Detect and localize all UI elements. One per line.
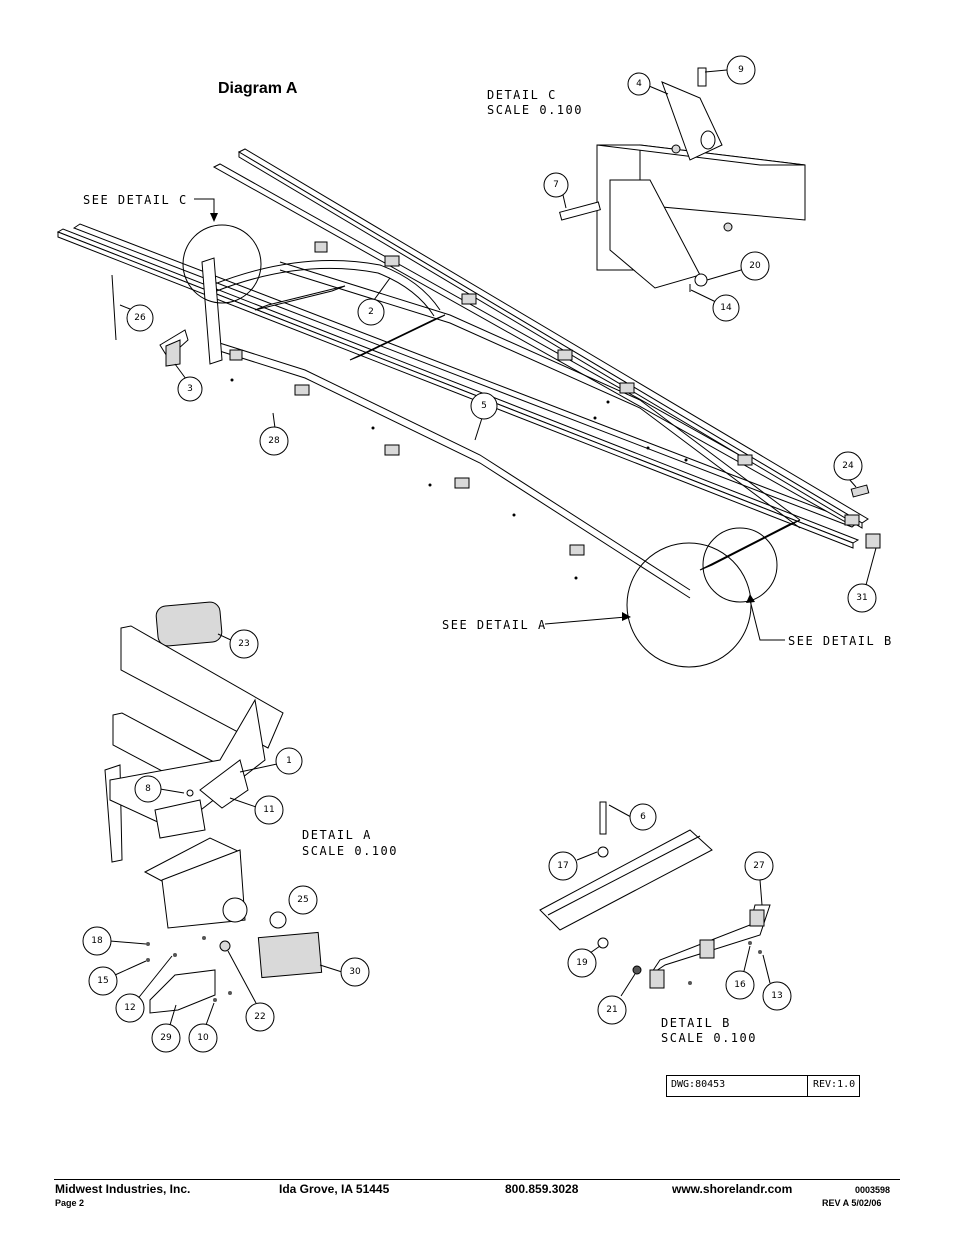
svg-text:3: 3 (187, 384, 193, 394)
callout-24: 24 (833, 451, 863, 481)
callout-2: 2 (357, 298, 385, 326)
svg-text:13: 13 (771, 991, 782, 1001)
callout-28: 28 (259, 426, 289, 456)
svg-text:27: 27 (753, 861, 764, 871)
callout-10: 10 (188, 1023, 218, 1053)
svg-text:6: 6 (640, 812, 646, 822)
callout-11: 11 (254, 795, 284, 825)
callout-15: 15 (88, 966, 118, 996)
callout-7: 7 (543, 172, 569, 198)
callout-3: 3 (177, 376, 203, 402)
svg-text:26: 26 (134, 313, 146, 323)
callout-21: 21 (597, 995, 627, 1025)
detail-c-scale: SCALE 0.100 (487, 103, 583, 117)
detail-a-title: DETAIL A (302, 828, 372, 842)
detail-b-title: DETAIL B (661, 1016, 731, 1030)
callout-25: 25 (288, 885, 318, 915)
svg-text:10: 10 (197, 1033, 209, 1043)
detail-b-scale: SCALE 0.100 (661, 1031, 757, 1045)
callout-8: 8 (134, 775, 162, 803)
callout-12: 12 (115, 993, 145, 1023)
svg-text:29: 29 (160, 1033, 172, 1043)
svg-text:18: 18 (91, 936, 103, 946)
callout-23: 23 (229, 629, 259, 659)
svg-text:8: 8 (145, 784, 151, 794)
drawing-revision: REV:1.0 (813, 1079, 856, 1090)
trailer-frame (56, 148, 881, 599)
svg-text:14: 14 (720, 303, 732, 313)
callout-18: 18 (82, 926, 112, 956)
svg-text:1: 1 (286, 756, 292, 766)
svg-text:17: 17 (557, 861, 568, 871)
leader-lines (109, 69, 877, 1026)
footer-company: Midwest Industries, Inc. (55, 1182, 191, 1196)
callout-27: 27 (744, 851, 774, 881)
callout-16: 16 (725, 970, 755, 1000)
footer-rule (54, 1179, 900, 1180)
svg-text:4: 4 (636, 79, 642, 89)
callout-29: 29 (151, 1023, 181, 1053)
svg-text:31: 31 (856, 593, 867, 603)
svg-text:5: 5 (481, 401, 487, 411)
svg-text:30: 30 (349, 967, 361, 977)
callout-13: 13 (762, 981, 792, 1011)
detail-c-drawing (559, 67, 806, 292)
callout-5: 5 (470, 392, 498, 420)
see-detail-c-label: SEE DETAIL C (83, 193, 188, 207)
svg-text:22: 22 (254, 1012, 265, 1022)
detail-b-circle (702, 527, 778, 603)
svg-text:9: 9 (738, 65, 744, 75)
svg-text:25: 25 (297, 895, 308, 905)
svg-text:15: 15 (97, 976, 108, 986)
footer-phone: 800.859.3028 (505, 1182, 579, 1196)
callout-31: 31 (847, 583, 877, 613)
callout-22: 22 (245, 1002, 275, 1032)
callout-9: 9 (726, 55, 756, 85)
drawing-number: DWG:80453 (671, 1079, 726, 1090)
see-detail-b-label: SEE DETAIL B (788, 634, 893, 648)
svg-text:19: 19 (576, 958, 588, 968)
callout-20: 20 (740, 251, 770, 281)
diagram-title: Diagram A (218, 80, 298, 97)
svg-text:7: 7 (553, 180, 559, 190)
callout-6: 6 (629, 803, 657, 831)
see-detail-a-label: SEE DETAIL A (442, 618, 547, 632)
callout-1: 1 (275, 747, 303, 775)
svg-text:23: 23 (238, 639, 249, 649)
svg-text:12: 12 (124, 1003, 135, 1013)
svg-text:21: 21 (606, 1005, 617, 1015)
footer-page: Page 2 (55, 1198, 85, 1208)
footer-revision: REV A 5/02/06 (822, 1198, 882, 1208)
callout-26: 26 (126, 304, 154, 332)
footer-doc-number: 0003598 (855, 1185, 891, 1195)
detail-a-drawing (104, 601, 323, 1014)
svg-text:11: 11 (263, 805, 274, 815)
callout-14: 14 (712, 294, 740, 322)
footer-website: www.shorelandr.com (672, 1182, 793, 1196)
callout-30: 30 (340, 957, 370, 987)
part-callouts: 9 4 7 20 14 26 2 3 5 28 24 31 23 1 8 11 … (82, 55, 877, 1053)
footer-city: Ida Grove, IA 51445 (279, 1182, 390, 1196)
drawing-title-block: DWG:80453 REV:1.0 (666, 1075, 860, 1097)
svg-text:28: 28 (268, 436, 280, 446)
svg-text:24: 24 (842, 461, 854, 471)
detail-c-title: DETAIL C (487, 88, 557, 102)
callout-19: 19 (567, 948, 597, 978)
svg-text:20: 20 (749, 261, 761, 271)
callout-17: 17 (548, 851, 578, 881)
detail-c-circle (182, 224, 262, 304)
detail-b-drawing (539, 801, 771, 989)
detail-a-scale: SCALE 0.100 (302, 844, 398, 858)
svg-text:16: 16 (734, 980, 746, 990)
svg-text:2: 2 (368, 307, 374, 317)
callout-4: 4 (627, 72, 651, 96)
